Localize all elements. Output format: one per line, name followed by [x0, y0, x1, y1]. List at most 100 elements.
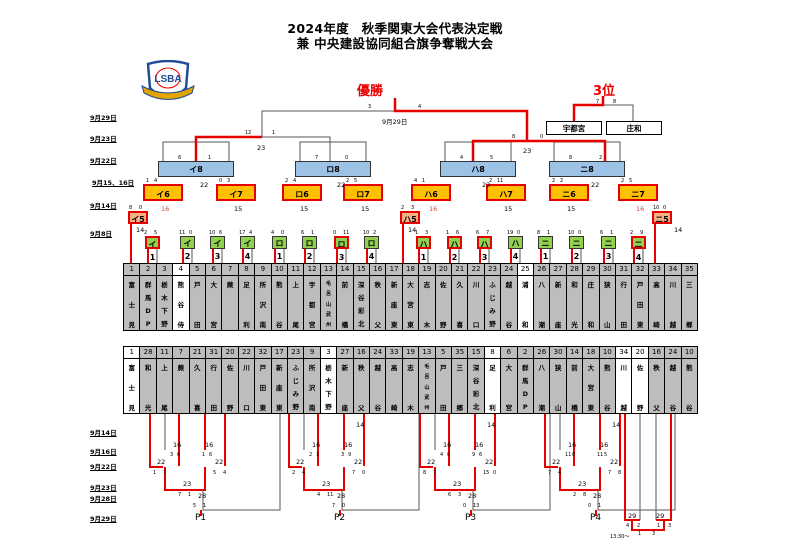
first-round-score: 5: [154, 230, 158, 236]
team-name-char: 野: [226, 403, 234, 412]
team-number: 10: [599, 347, 615, 359]
pre-match-score: 10: [653, 205, 660, 211]
date-label-bottom: 9月28日: [90, 495, 117, 503]
team-name-char: 足: [243, 281, 250, 289]
lower-score: 1: [203, 503, 207, 509]
game-label: ロ8: [326, 165, 340, 174]
semi-score: 1: [146, 178, 150, 184]
team-name-char: 野: [636, 403, 644, 412]
team-name-char: 新: [390, 281, 398, 289]
lower-score: 1: [202, 452, 206, 458]
semi-final-date: 23: [523, 147, 532, 155]
team-name-char: 下: [325, 390, 332, 399]
lower-r2-date: 22: [485, 458, 494, 466]
team-name-char: 南: [308, 403, 316, 412]
team-name-char: 東: [259, 403, 267, 412]
team-name-char: 群: [144, 281, 152, 289]
team-name-char: 橋: [341, 320, 349, 329]
lower-r3-date: 23: [322, 480, 331, 488]
block-final-date: 22: [337, 181, 346, 189]
lower-score: 1: [316, 452, 320, 458]
team-name-char: 越: [669, 320, 677, 329]
team-number: 26: [534, 347, 550, 359]
block-final-game: ロ8: [295, 161, 371, 177]
team-name-char: 田: [259, 383, 267, 392]
team-name-char: 毛: [325, 281, 331, 287]
block-semi-game: ロ6: [282, 184, 322, 201]
lower-score: 4: [558, 470, 562, 476]
team-number: 13: [320, 264, 337, 276]
lower-r1-date: 16: [312, 441, 321, 449]
playoff-label: P3: [465, 513, 477, 523]
team-number: 7: [222, 264, 238, 276]
lower-score: 6: [479, 452, 483, 458]
team-number: 9: [304, 347, 320, 359]
game-label: イ4: [243, 239, 252, 261]
semi-score: 4: [414, 178, 418, 184]
team-name-char: 木: [161, 294, 168, 303]
team-name: 川口: [239, 359, 254, 415]
team-name: 前橋: [567, 359, 582, 415]
team-number: 34: [616, 347, 632, 359]
team-number: 28: [566, 264, 583, 276]
first-round-game: ハ3: [477, 236, 492, 262]
team-name: 志木: [419, 276, 434, 332]
first-round-score: 2: [373, 230, 377, 236]
game-label: ロ7: [356, 190, 370, 199]
game-label: イ8: [189, 165, 203, 174]
team-number: 24: [501, 264, 517, 276]
first-round-score: 6: [476, 230, 480, 236]
team-number: 23: [484, 264, 501, 276]
team-name: 深谷彩北: [354, 276, 369, 332]
playoff-label: P4: [590, 513, 602, 523]
first-round-score: 10: [568, 230, 575, 236]
team-name: 庄和: [583, 276, 598, 332]
team-name-char: 崎: [390, 403, 398, 412]
team-name-char: 栃: [325, 364, 332, 372]
team-name-char: 山: [325, 301, 331, 308]
team-name-char: 川: [669, 281, 677, 289]
team-name-char: 口: [243, 403, 250, 412]
team-number: 25: [517, 264, 533, 276]
semi-date: 16: [429, 205, 438, 213]
team-name: 狭山: [600, 276, 615, 332]
game-label: イ1: [148, 240, 157, 262]
team-name-char: 所: [259, 281, 267, 289]
first-round-game: ニ2: [569, 236, 584, 261]
team-name-char: 下: [161, 307, 168, 316]
team-number: 17: [271, 347, 287, 359]
semi-score: 4: [293, 178, 297, 184]
final-score: 4: [418, 104, 422, 110]
team-name-char: 侍: [177, 320, 185, 329]
pre-match-date: 14: [674, 226, 683, 234]
team-name: 行田: [206, 359, 221, 415]
team-name-char: 尾: [292, 320, 299, 329]
team-number: 3: [320, 347, 337, 359]
team-number: 32: [632, 264, 648, 276]
team-name: 戸田: [436, 359, 451, 415]
pre-match-date: 14: [136, 226, 145, 234]
semi-score: 4: [154, 178, 158, 184]
team-name-char: 八: [538, 364, 545, 372]
team-name-char: 前: [571, 364, 578, 372]
bracket-line: [603, 104, 634, 121]
block-semi-game: ニ7: [618, 184, 658, 201]
team-name: 大宮東: [583, 359, 598, 415]
